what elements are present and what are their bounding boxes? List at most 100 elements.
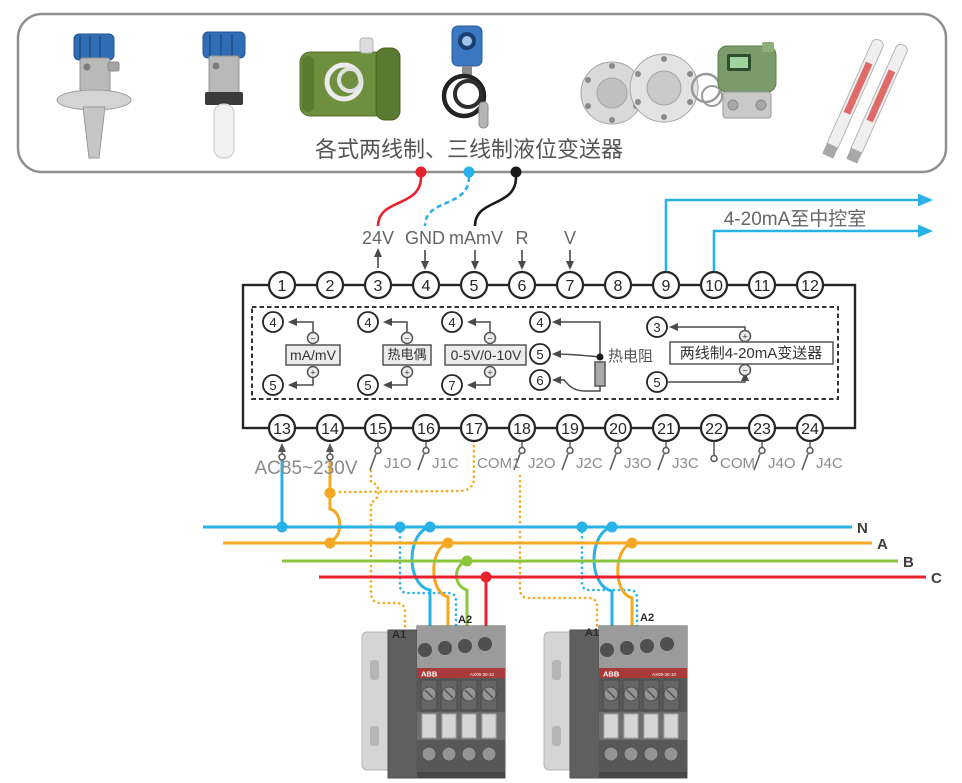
terminal-ref: 4	[448, 315, 455, 330]
relay-switch-15	[369, 441, 382, 471]
junction-dot	[324, 487, 336, 499]
polarity-sign: +	[310, 368, 315, 378]
terminal-number: 22	[705, 421, 723, 438]
output-to-control-room: 4-20mA至中控室	[664, 193, 933, 272]
c1-a-feed	[432, 541, 450, 680]
products-panel: 各式两线制、三线制液位变送器	[16, 12, 948, 174]
terminal-ref: 3	[653, 320, 660, 335]
terminal-number: 14	[321, 421, 339, 438]
contactor1-a1-label: A1	[392, 629, 406, 641]
relay-switch-16	[417, 441, 430, 471]
output-arrow-1	[918, 193, 933, 207]
ultrasonic-level-transmitter-image	[202, 31, 246, 159]
terminal-number: 1	[278, 278, 287, 295]
capacitance-sensor-image	[299, 37, 401, 121]
contactor-model-label: AX09-30-10	[470, 672, 495, 677]
contactor-model-label: AX09-30-10	[652, 672, 677, 677]
relay-label-j2o: J2O	[528, 455, 556, 472]
relay-label-com1: COM1	[477, 455, 520, 472]
contactor-brand-label: ABB	[421, 670, 438, 679]
power-input-wires	[276, 460, 342, 549]
magnetic-level-gauge-image	[822, 38, 908, 164]
terminal-number: 10	[705, 278, 723, 295]
contactor2-a2-label: A2	[640, 612, 654, 624]
j1o-wire	[369, 469, 407, 652]
relay-switch-24	[801, 441, 814, 471]
terminals-bottom-row: 13 14 15 16 17 18 19 20 21 22 23 24	[267, 413, 825, 443]
lead-label-mamv: mAmV	[449, 228, 503, 248]
relay-label-j1o: J1O	[384, 455, 412, 472]
inner-dashed-box	[251, 306, 839, 400]
two-wire-box-label: 两线制4-20mA变送器	[680, 345, 823, 362]
thermocouple-wiring-example: 4 5 − + 热电偶	[357, 311, 432, 396]
black-lead-wire	[473, 176, 518, 227]
terminal-number: 2	[326, 278, 335, 295]
terminals-top-row: 1 2 3 4 5 6 7 8 9 10 11 12	[267, 270, 825, 300]
bus-label-a: A	[877, 536, 888, 553]
polarity-sign: +	[487, 368, 492, 378]
terminal-ref: 4	[536, 315, 543, 330]
c1-n-feed	[410, 525, 432, 678]
relay-label-com: COM	[720, 455, 755, 472]
polarity-sign: +	[742, 332, 747, 342]
rtd-wiring-example: 4 5 6 热电阻	[529, 311, 653, 392]
bus-label-b: B	[903, 554, 914, 571]
ac-input-label: AC85~230V	[255, 458, 358, 479]
radar-level-transmitter-image	[56, 33, 132, 159]
output-line-2	[712, 229, 920, 272]
terminal-number: 9	[662, 278, 671, 295]
dp-transmitter-image	[690, 42, 777, 119]
j2o-wire	[518, 474, 599, 650]
polarity-sign: −	[487, 334, 492, 344]
controller-terminal-block: 4 5 − + mA/mV 4 5 − + 热电偶	[241, 270, 857, 443]
c2-a-feed	[616, 541, 634, 680]
lead-label-24v: 24V	[362, 228, 394, 248]
relay-switch-21	[657, 441, 670, 471]
flange-seals-image	[580, 53, 699, 125]
voltage-wiring-example: 4 7 − + 0-5V/0-10V	[441, 311, 527, 396]
relay-switch-18	[513, 441, 526, 471]
c2-n-feed	[592, 525, 614, 678]
contactor2-a1-label: A1	[585, 627, 599, 639]
relay-label-j4o: J4O	[768, 455, 796, 472]
terminal-ref: 7	[448, 378, 455, 393]
terminal-number: 6	[518, 278, 527, 295]
two-wire-transmitter-example: 3 5 + − 两线制4-20mA变送器	[646, 316, 834, 393]
red-lead-wire	[376, 176, 423, 227]
relay-switch-20	[609, 441, 622, 471]
terminal-number: 16	[417, 421, 435, 438]
terminal-number: 12	[801, 278, 819, 295]
contactor1-a2-label: A2	[458, 614, 472, 626]
sensor-lead-wires: 24V GND mAmV R V	[362, 166, 576, 270]
bus-label-c: C	[931, 570, 942, 587]
relay-label-j4c: J4C	[816, 455, 843, 472]
terminal-number: 21	[657, 421, 675, 438]
contactor-2: ABB AX09-30-10 A1 A2	[543, 612, 688, 779]
terminal-ref: 5	[536, 347, 543, 362]
products-caption: 各式两线制、三线制液位变送器	[315, 137, 623, 162]
terminal-number: 7	[566, 278, 575, 295]
relay-switch-19	[561, 441, 574, 471]
polarity-sign: +	[404, 368, 409, 378]
terminal-number: 4	[422, 278, 431, 295]
output-arrow-2	[918, 224, 933, 238]
relay-label-j1c: J1C	[432, 455, 459, 472]
submersible-level-transmitter-image	[441, 25, 489, 129]
cyan-lead-dot	[463, 166, 475, 178]
power-bus: N A B C	[203, 520, 942, 587]
terminal-ref: 5	[364, 378, 371, 393]
terminal-number: 17	[465, 421, 483, 438]
lead-label-r: R	[516, 228, 529, 248]
terminal-number: 18	[513, 421, 531, 438]
rtd-label: 热电阻	[608, 348, 653, 365]
thermocouple-box-label: 热电偶	[387, 347, 426, 362]
black-lead-dot	[510, 166, 522, 178]
lead-arrows	[374, 248, 574, 270]
contactor-1: ABB AX09-30-10 A1 A2	[361, 614, 506, 779]
terminal-number: 11	[754, 278, 771, 295]
terminal-number: 15	[369, 421, 387, 438]
terminal-number: 20	[609, 421, 627, 438]
contactor1-a2-wire	[398, 525, 458, 654]
